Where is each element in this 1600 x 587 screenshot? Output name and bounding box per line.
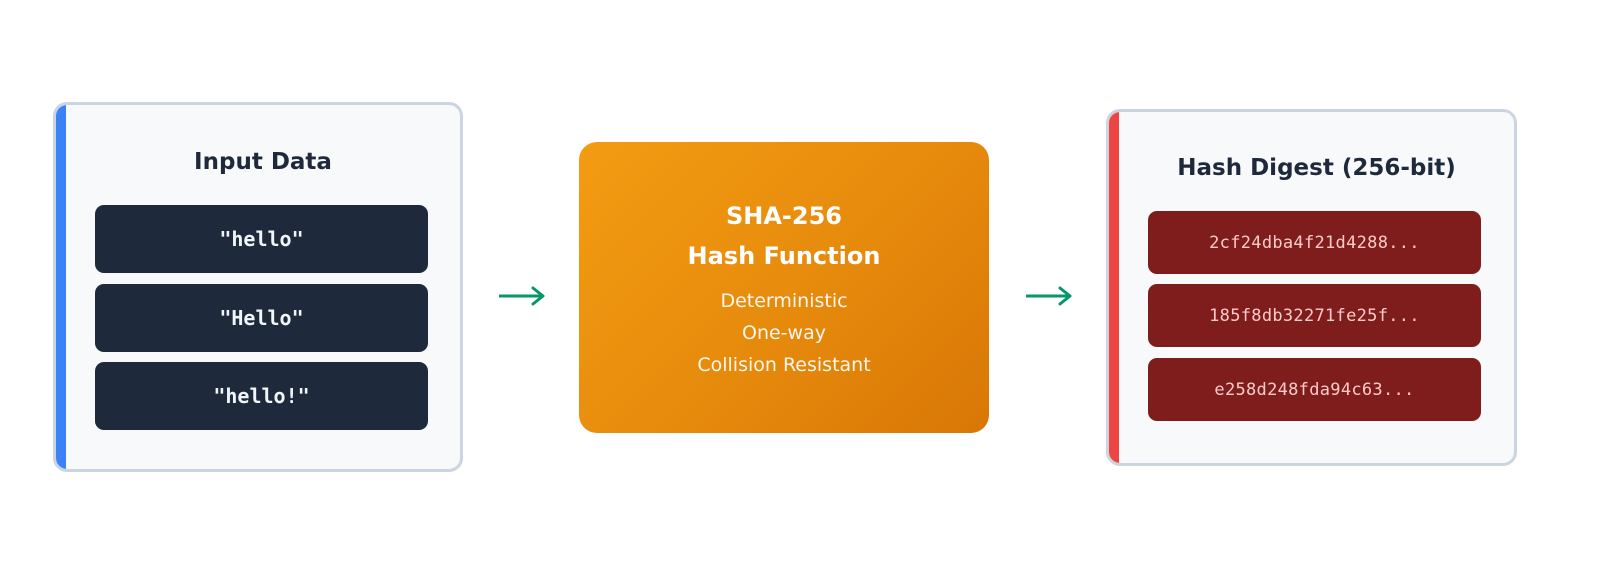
hash-property: Deterministic — [720, 290, 848, 312]
hash-digest-item: e258d248fda94c63... — [1148, 358, 1481, 421]
hash-digest-panel: Hash Digest (256-bit) 2cf24dba4f21d4288.… — [1106, 109, 1517, 466]
input-data-panel: Input Data "hello" "Hello" "hello!" — [53, 102, 463, 472]
hash-property: Collision Resistant — [697, 354, 871, 376]
output-accent-bar — [1109, 112, 1119, 463]
hash-function-name: SHA-256 — [725, 202, 842, 230]
arrow-right-icon — [499, 286, 545, 306]
hash-function-box: SHA-256 Hash Function Deterministic One-… — [579, 142, 989, 433]
output-panel-title: Hash Digest (256-bit) — [1177, 155, 1456, 181]
input-item: "hello" — [95, 205, 428, 273]
hash-property: One-way — [742, 322, 826, 344]
input-item: "Hello" — [95, 284, 428, 352]
input-panel-title: Input Data — [194, 149, 332, 175]
arrow-right-icon — [1026, 286, 1072, 306]
hash-digest-item: 185f8db32271fe25f... — [1148, 284, 1481, 347]
input-item: "hello!" — [95, 362, 428, 430]
hash-digest-item: 2cf24dba4f21d4288... — [1148, 211, 1481, 274]
input-accent-bar — [56, 105, 66, 469]
hash-function-subtitle: Hash Function — [687, 242, 881, 270]
